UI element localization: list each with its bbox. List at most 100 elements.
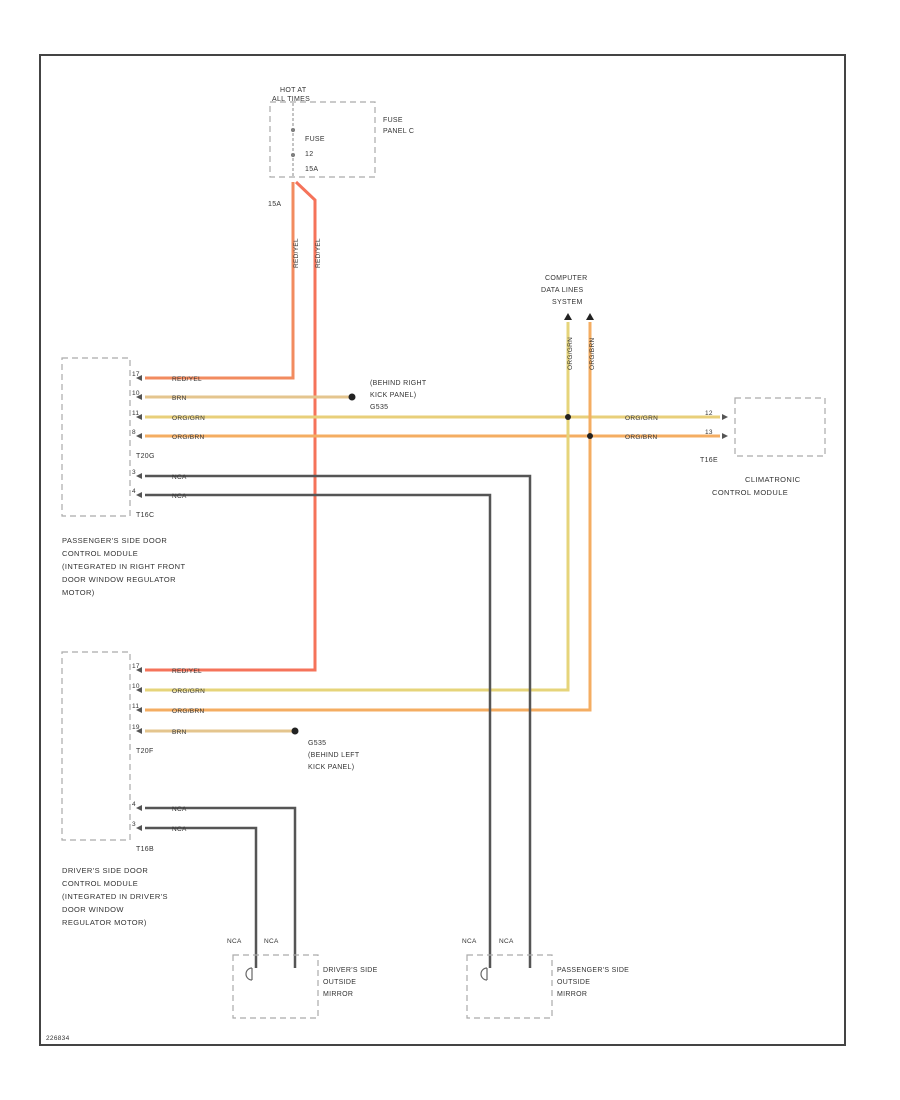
hot-at-label-2: ALL TIMES [272, 96, 310, 103]
hot-at-label: HOT AT [280, 87, 307, 94]
ground-right-line3: G535 [370, 404, 388, 411]
pin-number: 12 [705, 410, 713, 417]
mirror-motor-icon [245, 967, 253, 981]
connector-pin-icon [136, 707, 142, 713]
wire-label-red-yel: RED/YEL [315, 238, 322, 268]
wire-org-brn-bus [145, 322, 592, 712]
wire-red-yel-passenger [145, 182, 295, 380]
pin-number: 13 [705, 429, 713, 436]
climatronic-outline [734, 397, 826, 457]
driver-module-line1: DRIVER'S SIDE DOOR [62, 866, 148, 875]
pin-number: 10 [132, 390, 140, 397]
wire-label-nca: NCA [172, 493, 187, 500]
ground-left-label: G535 (BEHIND LEFT KICK PANEL) [308, 740, 360, 771]
data-bus-line3: SYSTEM [552, 299, 583, 306]
wire-red-yel-driver [145, 180, 317, 672]
wire-label-nca: NCA [172, 474, 187, 481]
pin-number: 11 [132, 410, 139, 417]
pin-number: 19 [132, 724, 140, 731]
fuse-panel-label-2: PANEL C [383, 128, 414, 135]
data-bus-label: COMPUTER DATA LINES SYSTEM [541, 275, 587, 306]
passenger-outside-mirror: NCA NCA PASSENGER'S SIDE OUTSIDE MIRROR [462, 938, 629, 1019]
driver-outside-mirror: NCA NCA DRIVER'S SIDE OUTSIDE MIRROR [227, 938, 378, 1019]
ground-right-line1: (BEHIND RIGHT [370, 380, 427, 387]
wire-label-org-grn: ORG/GRN [172, 415, 205, 422]
driver-module-line5: REGULATOR MOTOR) [62, 918, 147, 927]
driver-module-line4: DOOR WINDOW [62, 905, 124, 914]
climatronic-module: 12 13 T16E CLIMATRONIC CONTROL MODULE [700, 397, 826, 497]
wire-label-org-brn: ORG/BRN [625, 434, 657, 441]
passenger-mirror-line2: OUTSIDE [557, 979, 590, 986]
connector-pin-icon [136, 473, 142, 479]
connector-t20f: T20F [136, 748, 154, 755]
connector-t16e: T16E [700, 457, 718, 464]
connector-pin-icon [136, 433, 142, 439]
connector-pin-icon [136, 667, 142, 673]
ground-left-line1: G535 [308, 740, 326, 747]
passenger-module-outline [61, 357, 131, 517]
fuse-amps: 15A [305, 166, 318, 173]
climatronic-line2: CONTROL MODULE [712, 488, 788, 497]
wire-label-org-brn: ORG/BRN [172, 708, 204, 715]
driver-mirror-line3: MIRROR [323, 991, 353, 998]
splice-icon [587, 433, 593, 439]
wire-nca-driver-1 [145, 806, 297, 968]
fuse-wire-tag: 15A [268, 201, 281, 208]
driver-mirror-outline [232, 954, 319, 1019]
fuse-panel-label: FUSE [383, 117, 403, 124]
fuse-panel-outline [269, 101, 376, 178]
climatronic-line1: CLIMATRONIC [745, 475, 801, 484]
pin-number: 3 [132, 821, 136, 828]
bus-arrow-icon [586, 313, 594, 320]
pin-number: 4 [132, 801, 136, 808]
wire-label-red-yel: RED/YEL [172, 376, 202, 383]
ground-left-line2: (BEHIND LEFT [308, 752, 360, 759]
ground-right-label: (BEHIND RIGHT KICK PANEL) G535 [370, 380, 427, 411]
wire-label-org-brn: ORG/BRN [172, 434, 204, 441]
wire-label-nca: NCA [172, 806, 187, 813]
pin-number: 4 [132, 488, 136, 495]
connector-t16b: T16B [136, 846, 154, 853]
ground-right-icon [348, 393, 356, 401]
splice-icon [565, 414, 571, 420]
driver-mirror-line2: OUTSIDE [323, 979, 356, 986]
driver-module-line2: CONTROL MODULE [62, 879, 138, 888]
diagram-id: 226834 [46, 1035, 70, 1042]
connector-pin-icon [136, 375, 142, 381]
connector-pin-icon [136, 825, 142, 831]
ground-right-line2: KICK PANEL) [370, 392, 416, 399]
wire-label-org-grn: ORG/GRN [625, 415, 658, 422]
wire-nca-passenger-1 [145, 474, 532, 968]
wire-label-nca: NCA [172, 826, 187, 833]
diagram-frame [39, 54, 846, 1046]
connector-t16c: T16C [136, 512, 154, 519]
mirror-tag: NCA [264, 938, 279, 945]
wire-label-org-grn: ORG/GRN [172, 688, 205, 695]
wire-nca-driver-2 [145, 826, 258, 968]
wire-org-grn-bus [145, 322, 570, 692]
mirror-tag: NCA [462, 938, 477, 945]
fuse-block: HOT AT ALL TIMES FUSE 12 15A FUSE PANEL … [268, 87, 414, 208]
mirror-motor-icon [480, 967, 488, 981]
pin-number: 17 [132, 663, 140, 670]
connector-pin-icon [136, 394, 142, 400]
wire-label-red-yel: RED/YEL [172, 668, 202, 675]
driver-mirror-line1: DRIVER'S SIDE [323, 967, 378, 974]
driver-door-module: 17 10 11 19 4 3 T20F T16B DRIVER'S SIDE … [61, 651, 168, 927]
passenger-mirror-line3: MIRROR [557, 991, 587, 998]
wire-label-brn: BRN [172, 395, 187, 402]
pin-number: 3 [132, 469, 136, 476]
bus-arrow-icon [564, 313, 572, 320]
passenger-module-line1: PASSENGER'S SIDE DOOR [62, 536, 167, 545]
ground-left-line3: KICK PANEL) [308, 764, 354, 771]
pin-number: 17 [132, 371, 140, 378]
connector-pin-icon [136, 492, 142, 498]
connector-pin-icon [136, 805, 142, 811]
pin-number: 10 [132, 683, 140, 690]
wire-label-red-yel: RED/YEL [293, 238, 300, 268]
connector-t20g: T20G [136, 453, 155, 460]
pin-number: 11 [132, 703, 139, 710]
wire-label-org-grn: ORG/GRN [567, 337, 574, 370]
passenger-door-module: 17 10 11 8 3 4 T20G T16C PASSENGER'S SID… [61, 357, 185, 597]
passenger-mirror-outline [466, 954, 553, 1019]
